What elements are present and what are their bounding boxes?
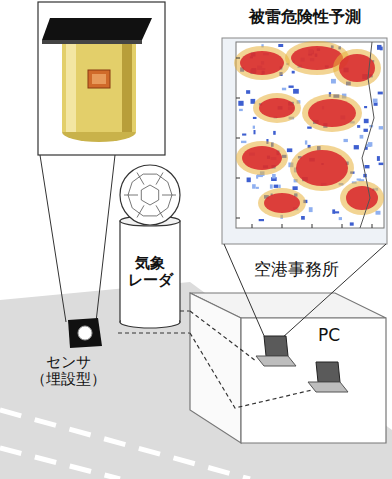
radar-label: 気象 レーダ [120, 255, 180, 290]
sensor-shade [122, 40, 132, 132]
sensor-highlight [66, 40, 76, 132]
sensor-plate [42, 40, 142, 44]
buried-sensor-outline [18, 316, 118, 356]
airport-office: 空港事務所 PC [190, 258, 387, 448]
panel-title: 被雷危険性予測 [222, 8, 387, 26]
sensor-chip [92, 74, 106, 84]
map-panel-outline [222, 4, 387, 244]
airport-office-outline [190, 258, 387, 448]
radar-label-text: 気象 レーダ [125, 255, 175, 290]
sensor-plate [42, 18, 152, 40]
sensor-chip [88, 70, 110, 88]
sensor-label: センサ （埋設型） [18, 354, 118, 389]
sensor-body [62, 40, 136, 132]
map-panel: 被雷危険性予測 [222, 4, 387, 244]
leader-line [96, 155, 115, 322]
signal-cable [180, 310, 190, 311]
weather-radar: 気象 レーダ [120, 163, 180, 328]
sensor-inset [38, 2, 165, 155]
weather-radar-outline [120, 163, 180, 328]
runway-marking [0, 448, 120, 479]
signal-cable [118, 332, 190, 333]
leader-line [40, 155, 66, 322]
sensor-label-text: センサ （埋設型） [26, 354, 110, 389]
runway [0, 282, 392, 479]
building-label: 空港事務所 [252, 260, 341, 280]
pc-label: PC [318, 326, 340, 346]
buried-sensor: センサ （埋設型） [18, 316, 118, 391]
